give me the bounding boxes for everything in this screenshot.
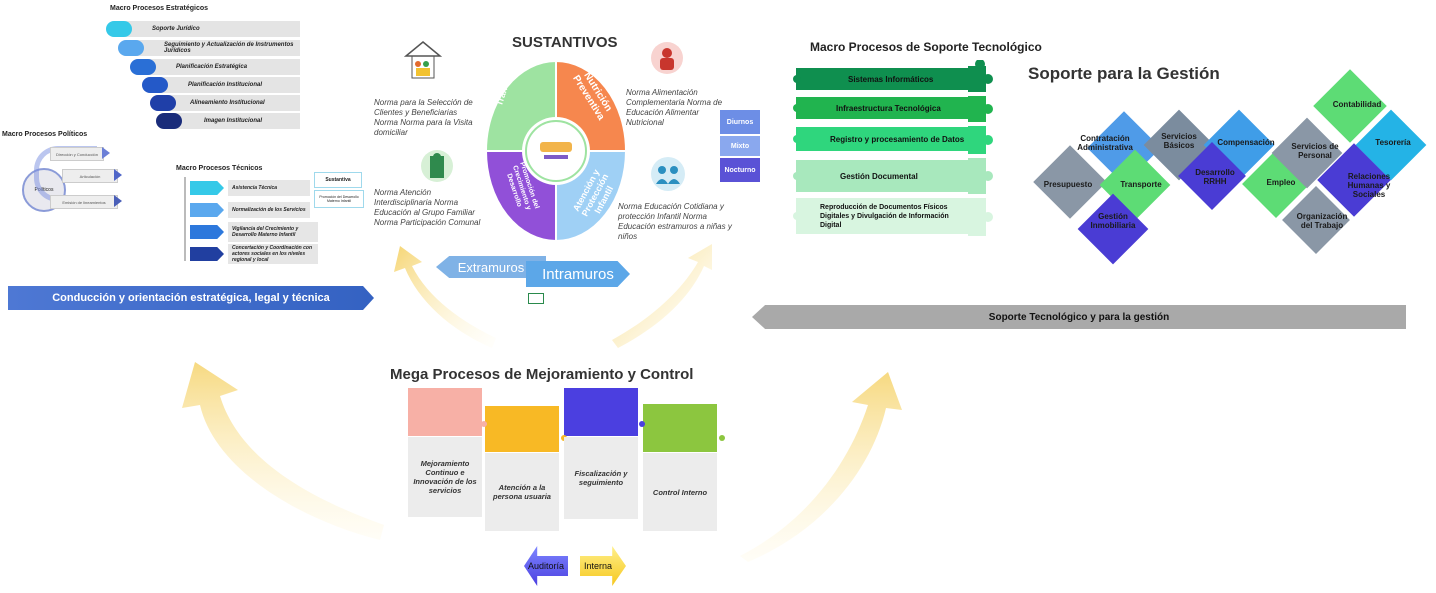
piece-contabilidad: Contabilidad (1332, 100, 1382, 109)
technical-side-text: Promoción del Desarrollo Materno Infanti… (314, 190, 364, 208)
children-icon (651, 157, 685, 191)
piece-compensacion: Compensación (1217, 138, 1275, 147)
strategic-step: Soporte Jurídico (120, 21, 300, 37)
left-banner: Conducción y orientación estratégica, le… (8, 286, 374, 310)
technical-item: Concertación y Coordinación con actores … (190, 244, 318, 264)
piece-relaciones-humanas: Relaciones Humanas y Sociales (1347, 172, 1391, 199)
mega-color-block (643, 404, 717, 452)
note-mid-left: Norma Atención Interdisciplinaria Norma … (374, 188, 481, 227)
schedule-item: Nocturno (720, 158, 760, 182)
strategic-step-marker (130, 59, 156, 75)
mega-item: Atención a la persona usuaria (485, 453, 559, 531)
piece-contratacion: Contratación Administrativa (1077, 134, 1133, 152)
extramuros-arrow: Extramuros (436, 256, 546, 278)
family-icon (421, 150, 453, 182)
tech-support-title: Macro Procesos de Soporte Tecnológico (810, 40, 1042, 54)
technical-title: Macro Procesos Técnicos (176, 165, 263, 172)
mega-color-block (485, 406, 559, 452)
tech-support-item: Registro y procesamiento de Datos (796, 127, 968, 151)
house-icon (404, 41, 442, 79)
piece-servicios-personal: Servicios de Personal (1291, 142, 1339, 160)
right-banner: Soporte Tecnológico y para la gestión (752, 305, 1406, 329)
piece-transporte: Transporte (1120, 180, 1162, 189)
arrow-top-left (394, 246, 496, 348)
strategic-step: Imagen Institucional (168, 113, 300, 129)
technical-timeline (184, 177, 186, 261)
strategic-step: Seguimiento y Actualización de Instrumen… (130, 40, 300, 56)
political-chevrons (102, 147, 122, 207)
note-mid-right: Norma Educación Cotidiana y protección I… (618, 202, 732, 241)
schedule-pieces: Diurnos Mixto Nocturno (720, 110, 760, 182)
mega-color-block (408, 388, 482, 436)
tech-support-item: Gestión Documental (796, 160, 968, 192)
piece-servicios-basicos: Servicios Básicos (1161, 132, 1197, 150)
schedule-item: Mixto (720, 136, 760, 156)
political-item: Dirección y Conducción (50, 147, 104, 161)
mega-item: Fiscalización y seguimiento (564, 437, 638, 519)
tech-support-left-edge (793, 75, 801, 220)
piece-organizacion-trabajo: Organización del Trabajo (1296, 212, 1348, 230)
mega-item: Control Interno (643, 453, 717, 531)
mega-item: Mejoramiento Continuo e Innovación de lo… (408, 437, 482, 517)
tech-support-item: Reproducción de Documentos Físicos Digit… (796, 198, 968, 234)
document-icon (528, 293, 544, 304)
strategic-step: Planificación Estratégica (142, 59, 300, 75)
strategic-step: Planificación Institucional (154, 77, 300, 93)
nutrition-icon (651, 42, 683, 74)
management-title: Soporte para la Gestión (1028, 64, 1220, 83)
technical-item: Vigilancia del Crecimiento y Desarrollo … (190, 222, 318, 242)
strategic-step-marker (118, 40, 144, 56)
piece-presupuesto: Presupuesto (1043, 180, 1093, 189)
mega-color-block (564, 388, 638, 436)
tech-support-puzzle-edge (968, 60, 993, 236)
strategic-step-marker (106, 21, 132, 37)
mega-title: Mega Procesos de Mejoramiento y Control (390, 366, 694, 383)
political-item: Emisión de lineamientos (50, 195, 118, 209)
management-puzzle (1033, 69, 1427, 265)
arrow-bottom-right (740, 372, 902, 562)
technical-item: Asistencia Técnica (190, 180, 310, 196)
arrow-top-right (612, 244, 712, 348)
intramuros-arrow: Intramuros (526, 261, 630, 287)
tech-support-item: Infraestructura Tecnológica (796, 97, 968, 119)
strategic-title: Macro Procesos Estratégicos (110, 5, 209, 12)
technical-item: Normalización de los Servicios (190, 202, 310, 218)
strategic-step-marker (150, 95, 176, 111)
piece-empleo: Empleo (1266, 178, 1296, 187)
piece-desarrollo-rrhh: Desarrollo RRHH (1195, 168, 1235, 186)
piece-gestion-inmobiliaria: Gestión Inmobiliaria (1090, 212, 1136, 230)
note-top-right: Norma Alimentación Complementaria Norma … (626, 88, 723, 127)
note-top-left: Norma para la Selección de Clientes y Be… (374, 98, 473, 137)
technical-side-title: Sustantiva (314, 172, 362, 188)
strategic-step: Alineamiento Institucional (160, 95, 300, 111)
schedule-item: Diurnos (720, 110, 760, 134)
political-title: Macro Procesos Políticos (2, 131, 88, 138)
arrow-bottom-left (182, 362, 384, 540)
sustantivos-wheel (484, 59, 628, 243)
strategic-step-marker (142, 77, 168, 93)
sustantivos-title: SUSTANTIVOS (512, 34, 618, 51)
strategic-step-marker (156, 113, 182, 129)
tech-support-item: Sistemas Informáticos (796, 68, 968, 90)
piece-tesoreria: Tesorería (1375, 138, 1411, 147)
